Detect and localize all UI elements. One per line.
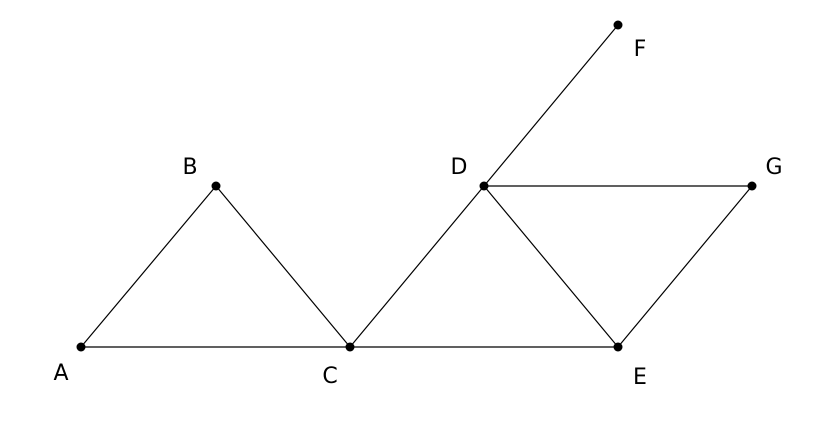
node-e-dot (613, 342, 623, 352)
node-f-label: F (634, 37, 647, 62)
node-a-dot (76, 342, 86, 352)
edge-e-g (617, 185, 753, 348)
node-b-label: B (182, 155, 197, 180)
node-c-dot (345, 342, 355, 352)
nodes-group (76, 20, 757, 352)
node-d-label: D (451, 155, 468, 180)
node-d-dot (479, 181, 489, 191)
node-g-dot (747, 181, 757, 191)
node-a-label: A (53, 361, 68, 386)
edge-c-d (349, 185, 485, 348)
edges-group (80, 24, 753, 348)
node-e-label: E (633, 365, 647, 390)
node-g-label: G (765, 155, 782, 180)
edge-d-e (483, 185, 619, 348)
node-c-label: C (322, 364, 337, 389)
node-b-dot (211, 181, 221, 191)
labels-group: A B C D E F G (53, 37, 782, 390)
edge-b-c (215, 185, 351, 348)
node-f-dot (613, 20, 623, 30)
edge-a-b (80, 185, 217, 348)
edge-d-f (483, 24, 619, 187)
